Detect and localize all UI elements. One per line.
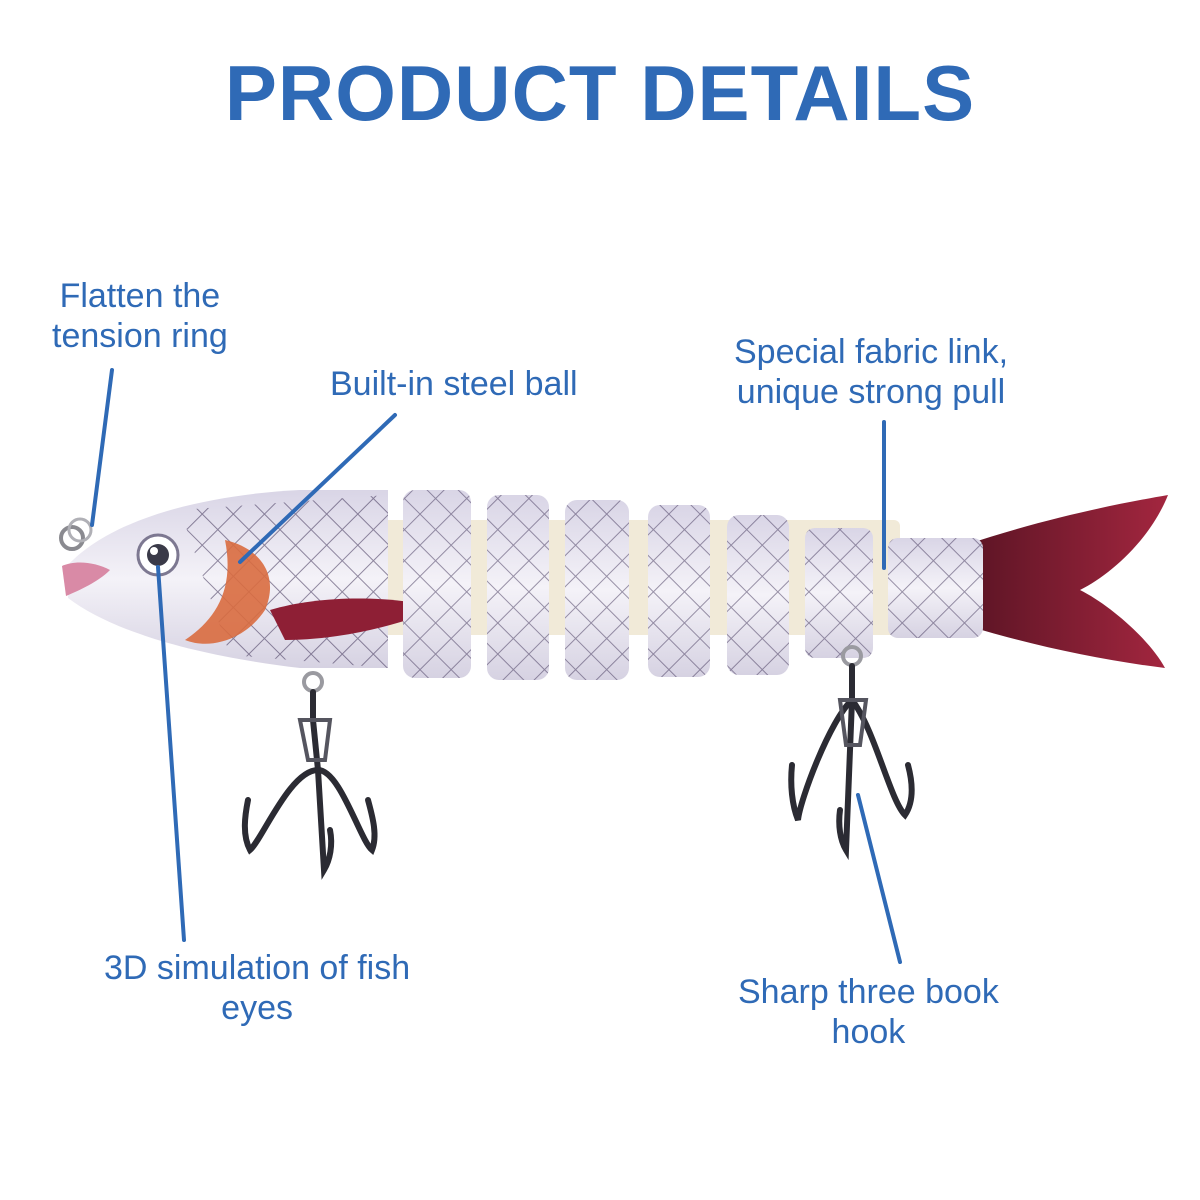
fish-eye-icon xyxy=(136,533,180,577)
page-title: PRODUCT DETAILS xyxy=(224,49,976,137)
callout-fabric-link-line1: Special fabric link, xyxy=(734,333,1009,371)
pectoral-fin xyxy=(270,598,440,640)
callout-fish-eyes: 3D simulation of fish eyes xyxy=(104,948,410,1028)
callout-tension-ring-line2: tension ring xyxy=(52,317,228,355)
line-tension-ring xyxy=(90,368,114,527)
callout-treble-hook: Sharp three book hook xyxy=(738,972,999,1052)
body-segments xyxy=(403,490,983,680)
callout-steel-ball-line1: Built-in steel ball xyxy=(330,365,578,403)
line-treble-hook xyxy=(856,793,902,964)
line-steel-ball xyxy=(238,413,397,564)
callout-tension-ring-line1: Flatten the xyxy=(59,277,221,315)
line-fish-eyes xyxy=(156,565,186,942)
callout-tension-ring: Flatten the tension ring xyxy=(52,276,228,356)
callout-steel-ball: Built-in steel ball xyxy=(330,364,578,404)
callout-fish-eyes-line2: eyes xyxy=(221,989,293,1027)
callout-fabric-link-line2: unique strong pull xyxy=(736,373,1006,411)
front-treble-hook-icon xyxy=(241,671,378,880)
callout-fabric-link: Special fabric link, unique strong pull xyxy=(734,332,1008,412)
callout-treble-hook-line2: hook xyxy=(831,1013,906,1051)
rear-treble-hook-icon xyxy=(788,645,915,861)
callout-lines xyxy=(90,368,902,964)
tension-ring-icon xyxy=(59,517,93,551)
gill-mark xyxy=(185,540,271,644)
tail-fin xyxy=(965,495,1168,668)
callout-fish-eyes-line1: 3D simulation of fish xyxy=(104,949,411,987)
callout-treble-hook-line1: Sharp three book xyxy=(738,973,999,1011)
mouth xyxy=(62,562,110,596)
